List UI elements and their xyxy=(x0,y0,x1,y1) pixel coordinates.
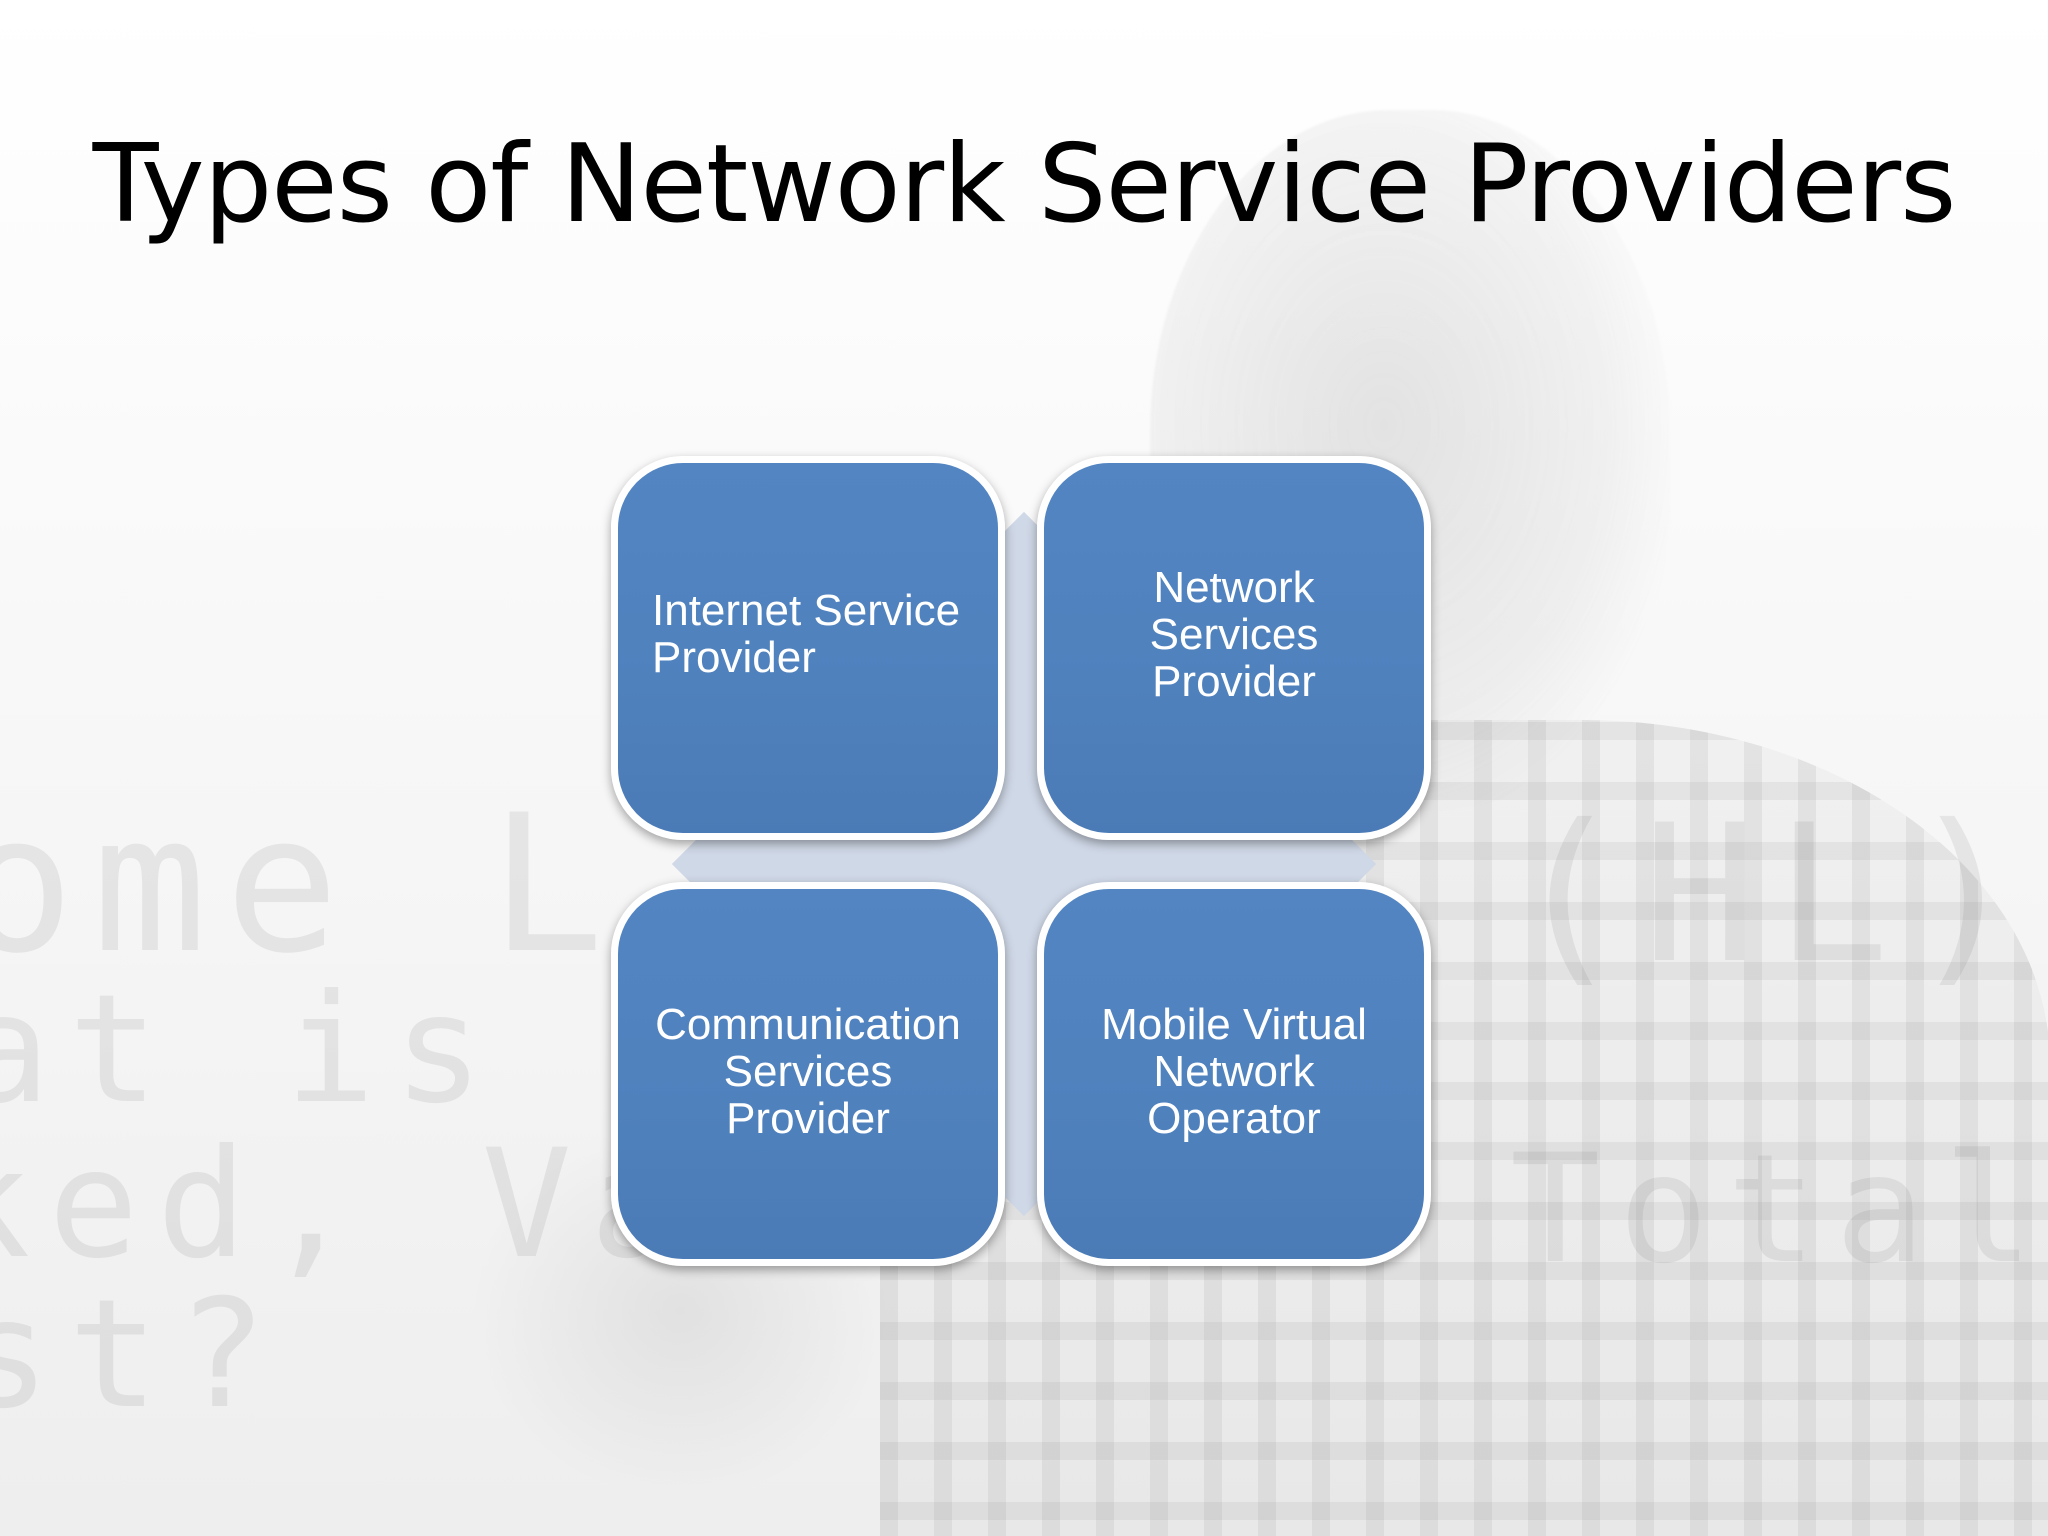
box-internet-service-provider: Internet Service Provider xyxy=(611,456,1005,840)
box-label: Communication Services Provider xyxy=(655,999,961,1143)
box-communication-services-provider: Communication Services Provider xyxy=(611,882,1005,1266)
box-label: Internet Service Provider xyxy=(652,586,961,682)
box-mobile-virtual-network-operator: Mobile Virtual Network Operator xyxy=(1037,882,1431,1266)
box-label: Mobile Virtual Network Operator xyxy=(1101,999,1367,1143)
slide-title: Types of Network Service Providers xyxy=(92,122,1957,247)
box-label: Network Services Provider xyxy=(1149,562,1319,706)
box-network-services-provider: Network Services Provider xyxy=(1037,456,1431,840)
